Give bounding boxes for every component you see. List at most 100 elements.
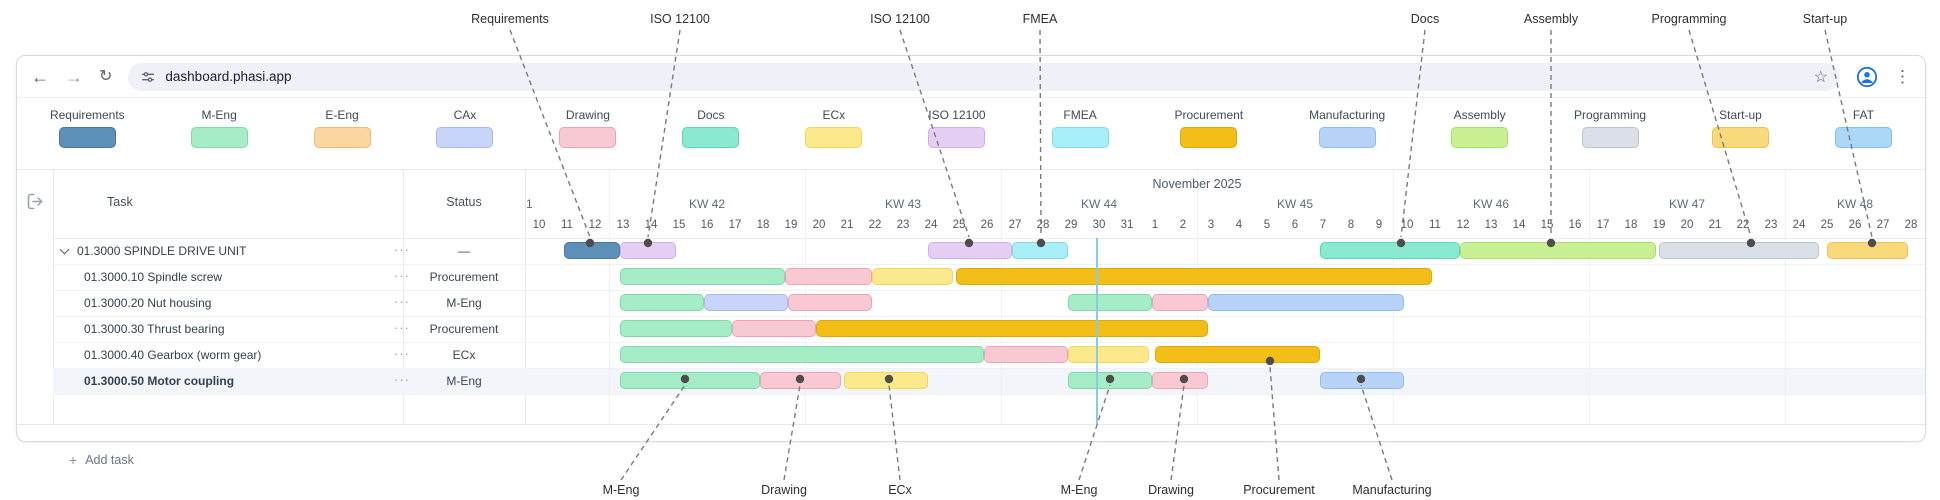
tune-icon[interactable] bbox=[140, 69, 156, 85]
export-icon[interactable] bbox=[25, 191, 46, 217]
url-text[interactable]: dashboard.phasi.app bbox=[165, 69, 292, 84]
row-separator bbox=[53, 316, 525, 317]
row-menu-kebab-icon[interactable]: ··· bbox=[394, 346, 410, 361]
gantt-bar-meng[interactable] bbox=[1068, 294, 1153, 311]
task-row[interactable]: 01.3000.30 Thrust bearing bbox=[53, 316, 403, 342]
callout-label: ISO 12100 bbox=[650, 12, 710, 26]
legend-swatch bbox=[805, 127, 863, 148]
gantt-bar-drawing[interactable] bbox=[984, 346, 1069, 363]
row-separator bbox=[525, 368, 1925, 369]
day-label: 19 bbox=[1652, 219, 1666, 231]
chevron-down-icon[interactable] bbox=[59, 244, 70, 255]
task-row[interactable]: 01.3000.20 Nut housing bbox=[53, 290, 403, 316]
address-bar[interactable]: dashboard.phasi.app ☆ bbox=[128, 62, 1840, 91]
callout-label: Manufacturing bbox=[1352, 483, 1432, 497]
gantt-bar-ecx[interactable] bbox=[1068, 346, 1150, 363]
day-label: 15 bbox=[1540, 219, 1554, 231]
gantt-bar-drawing[interactable] bbox=[1152, 294, 1209, 311]
legend-label: M-Eng bbox=[201, 108, 237, 122]
status-cell[interactable]: Procurement bbox=[429, 322, 499, 336]
selected-row-highlight bbox=[53, 368, 525, 394]
gantt-bar-meng[interactable] bbox=[620, 268, 786, 285]
row-menu-kebab-icon[interactable]: ··· bbox=[394, 242, 410, 257]
callout-label: Requirements bbox=[471, 12, 549, 26]
today-line bbox=[1096, 238, 1099, 424]
legend-item: Requirements bbox=[50, 108, 125, 148]
browser-window: ← → ↻ dashboard.phasi.app ☆ ⋮ bbox=[16, 55, 1926, 468]
week-label: KW 46 bbox=[1472, 197, 1510, 211]
callout-label: Procurement bbox=[1243, 483, 1315, 497]
add-task-button[interactable]: + Add task bbox=[69, 452, 134, 468]
status-column-header: Status bbox=[446, 195, 482, 209]
gantt-bar-ecx[interactable] bbox=[844, 372, 929, 389]
gantt-bar-drawing[interactable] bbox=[785, 268, 873, 285]
status-cell[interactable]: ECx bbox=[452, 348, 476, 362]
legend-swatch bbox=[1051, 127, 1109, 148]
day-label: 27 bbox=[1876, 219, 1890, 231]
legend-item: Procurement bbox=[1174, 108, 1243, 148]
row-separator bbox=[53, 264, 525, 265]
gantt-bar-meng[interactable] bbox=[620, 346, 985, 363]
day-label: 11 bbox=[561, 219, 573, 231]
gantt-bar-programming[interactable] bbox=[1659, 242, 1819, 259]
status-cell[interactable]: M-Eng bbox=[446, 374, 482, 388]
row-menu-kebab-icon[interactable]: ··· bbox=[394, 268, 410, 283]
callout-label: Start-up bbox=[1802, 12, 1848, 26]
callout-label: FMEA bbox=[1022, 12, 1058, 26]
gantt-bar-ecx[interactable] bbox=[872, 268, 954, 285]
gantt-bar-docs[interactable] bbox=[1320, 242, 1461, 259]
status-cell[interactable]: Procurement bbox=[429, 270, 499, 284]
task-row[interactable]: 01.3000.50 Motor coupling bbox=[53, 368, 403, 394]
gantt-bar-assembly[interactable] bbox=[1460, 242, 1657, 259]
day-label: 5 bbox=[1263, 219, 1271, 231]
gantt-bar-drawing[interactable] bbox=[760, 372, 842, 389]
week-label: KW 47 bbox=[1668, 197, 1706, 211]
task-row[interactable]: 01.3000.40 Gearbox (worm gear) bbox=[53, 342, 403, 368]
gantt-bar-procurement[interactable] bbox=[1155, 346, 1321, 363]
gantt-bar-iso[interactable] bbox=[620, 242, 677, 259]
gantt-bar-procurement[interactable] bbox=[816, 320, 1209, 337]
day-label: 20 bbox=[812, 219, 826, 231]
gantt-bar-drawing[interactable] bbox=[788, 294, 873, 311]
legend-item: ECx bbox=[805, 108, 863, 148]
task-row[interactable]: 01.3000.10 Spindle screw bbox=[53, 264, 403, 290]
status-cell[interactable]: — bbox=[458, 244, 470, 258]
day-label: 23 bbox=[896, 219, 910, 231]
day-label: 30 bbox=[1092, 219, 1106, 231]
menu-kebab-icon[interactable]: ⋮ bbox=[1894, 67, 1911, 86]
gantt-bar-drawing[interactable] bbox=[732, 320, 817, 337]
gantt-bar-meng[interactable] bbox=[620, 372, 761, 389]
gantt-bar-startup[interactable] bbox=[1827, 242, 1909, 259]
legend-item: FMEA bbox=[1051, 108, 1109, 148]
row-menu-kebab-icon[interactable]: ··· bbox=[394, 320, 410, 335]
gantt-bar-procurement[interactable] bbox=[956, 268, 1433, 285]
gantt-bar-iso[interactable] bbox=[928, 242, 1013, 259]
callout-label: ECx bbox=[888, 483, 912, 497]
day-label: 17 bbox=[728, 219, 742, 231]
gantt-bar-requirements[interactable] bbox=[564, 242, 621, 259]
back-button[interactable]: ← bbox=[31, 66, 49, 87]
gantt-bar-manufacturing[interactable] bbox=[1208, 294, 1405, 311]
legend-swatch bbox=[190, 127, 248, 148]
gantt-bar-meng[interactable] bbox=[620, 320, 733, 337]
task-name: 01.3000 SPINDLE DRIVE UNIT bbox=[77, 244, 247, 258]
row-menu-kebab-icon[interactable]: ··· bbox=[394, 372, 410, 387]
task-name: 01.3000.50 Motor coupling bbox=[84, 374, 235, 388]
gantt-bar-manufacturing[interactable] bbox=[1320, 372, 1405, 389]
day-label: 14 bbox=[644, 219, 658, 231]
task-row[interactable]: 01.3000 SPINDLE DRIVE UNIT bbox=[53, 238, 403, 264]
reload-button[interactable]: ↻ bbox=[99, 67, 113, 85]
gantt-bar-fmea[interactable] bbox=[1012, 242, 1069, 259]
task-name: 01.3000.20 Nut housing bbox=[84, 296, 212, 310]
status-cell[interactable]: M-Eng bbox=[446, 296, 482, 310]
gantt-bar-meng[interactable] bbox=[1068, 372, 1153, 389]
gantt-bar-drawing[interactable] bbox=[1152, 372, 1209, 389]
day-label: 6 bbox=[1291, 219, 1299, 231]
week-label: KW 43 bbox=[884, 197, 922, 211]
forward-button[interactable]: → bbox=[65, 66, 83, 87]
day-label: 18 bbox=[756, 219, 770, 231]
day-label: 19 bbox=[784, 219, 798, 231]
gantt-bar-meng[interactable] bbox=[620, 294, 705, 311]
row-menu-kebab-icon[interactable]: ··· bbox=[394, 294, 410, 309]
gantt-bar-cax[interactable] bbox=[704, 294, 789, 311]
